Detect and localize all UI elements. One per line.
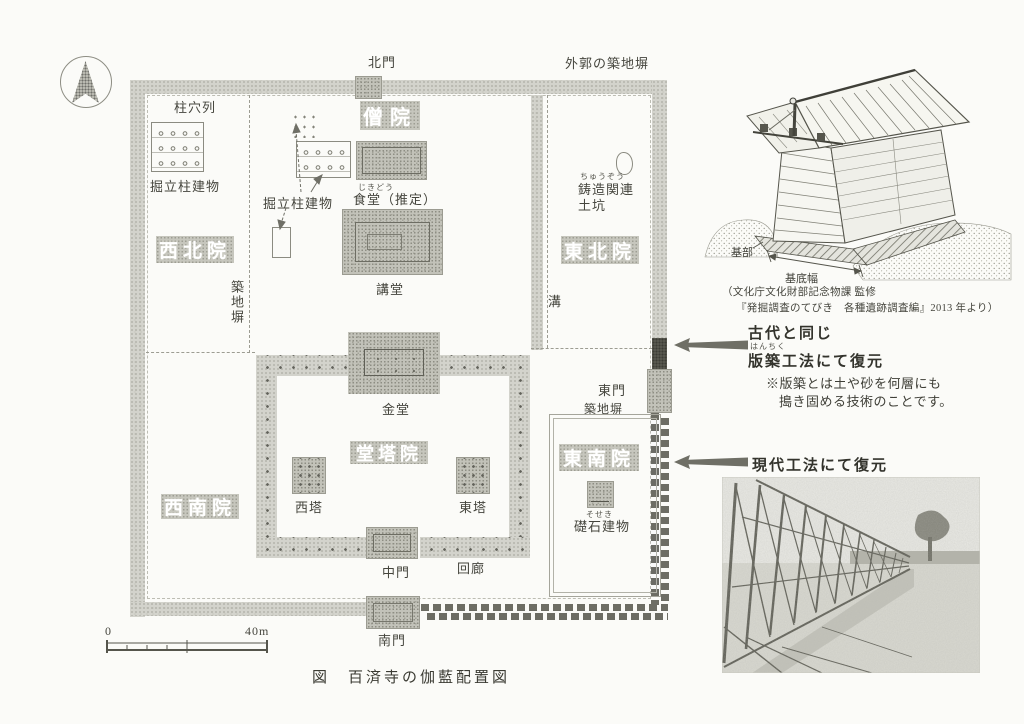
west-partition-wall-south xyxy=(146,352,255,353)
wall-construction-illustration: 基部 基底幅 xyxy=(704,68,1012,285)
scale-forty: 40m xyxy=(245,624,270,638)
scale-zero: 0 xyxy=(105,624,112,638)
south-gate-label: 南門 xyxy=(378,633,407,648)
outer-wall-east-north xyxy=(652,80,667,338)
casting-pit-outline xyxy=(616,152,633,175)
figure-caption: 図 百済寺の伽藍配置図 xyxy=(312,670,511,686)
ancient-note-2: 搗き固める技術のことです。 xyxy=(779,394,953,409)
east-pagoda-building xyxy=(456,457,490,494)
dining-hall-label: 食堂（推定） xyxy=(353,192,438,207)
east-pagoda-label: 東塔 xyxy=(459,500,488,515)
east-gate-block xyxy=(647,369,672,413)
west-pagoda-building xyxy=(292,457,326,494)
west-pagoda-label: 西塔 xyxy=(295,500,324,515)
outer-wall-top xyxy=(130,80,667,94)
north-gate-block xyxy=(355,76,382,99)
south-gate-block xyxy=(366,596,420,629)
ne-compound-label: 東北院 xyxy=(561,236,639,264)
cloister-north-east xyxy=(440,355,530,376)
middle-gate-label: 中門 xyxy=(382,565,411,580)
lecture-hall-label: 講堂 xyxy=(376,282,405,297)
ancient-furigana: はんちく xyxy=(750,342,786,351)
arrow-ancient-icon xyxy=(674,338,748,352)
dining-hall-furigana: じきどう xyxy=(358,183,394,192)
cloister-south-west xyxy=(256,537,366,558)
modern-label: 現代工法にて復元 xyxy=(752,458,889,474)
pillar-row-label: 柱穴列 xyxy=(174,100,217,115)
foundation-label: 礎石建物 xyxy=(574,519,631,534)
corridor-label: 回廊 xyxy=(457,561,486,576)
casting-pit-furigana: ちゅうぞう xyxy=(580,172,625,181)
post-building-west-label: 掘立柱建物 xyxy=(150,179,221,194)
leader-arrows xyxy=(277,122,323,231)
lecture-hall-building xyxy=(342,209,443,275)
east-wall-label: 築地塀 xyxy=(584,402,624,416)
cloister-north-west xyxy=(256,355,348,376)
ne-partition-south xyxy=(531,348,652,349)
ancient-note-1: ※版築とは土や砂を何層にも xyxy=(766,376,942,391)
citation-line-1: （文化庁文化財部記念物課 監修 xyxy=(722,287,877,298)
post-building-center xyxy=(296,141,351,178)
casting-pit-label-1: 鋳造関連 xyxy=(578,182,635,197)
scale-bar xyxy=(106,640,268,653)
citation-line-2: 『発掘調査のてびき 各種遺跡調査編』2013 年より） xyxy=(736,303,999,314)
base-slab-rear xyxy=(852,219,966,266)
dining-hall-building xyxy=(356,141,427,180)
arrow-modern-icon xyxy=(674,455,748,469)
nw-compound-label: 西北院 xyxy=(156,236,234,263)
post-building-west xyxy=(151,122,204,172)
golden-hall-building xyxy=(348,332,440,394)
cloister-east xyxy=(509,355,530,558)
ancient-line-2: 版築工法にて復元 xyxy=(748,354,885,370)
gable-structure xyxy=(752,103,844,145)
monastery-label: 僧院 xyxy=(360,101,420,130)
north-arrow-icon xyxy=(60,56,112,108)
se-compound-label: 東南院 xyxy=(559,444,639,471)
ground-left xyxy=(704,219,779,258)
foundation-stone-building xyxy=(587,481,614,508)
se-compound-enclosure xyxy=(549,414,661,597)
post-building-center-label: 掘立柱建物 xyxy=(263,196,334,211)
golden-hall-label: 金堂 xyxy=(382,402,411,417)
ditch-wall-band xyxy=(531,95,543,350)
west-wall-label: 築地塀 xyxy=(229,280,244,325)
casting-pit-label-2: 土坑 xyxy=(578,198,607,213)
cloister-south-east xyxy=(420,537,530,558)
ancient-line-1: 古代と同じ xyxy=(748,326,834,342)
foundation-furigana: そせき xyxy=(586,510,613,519)
cloister-west xyxy=(256,355,277,558)
base-label: 基部 xyxy=(731,245,753,259)
middle-gate-block xyxy=(366,527,418,559)
west-partition-wall xyxy=(249,95,250,353)
base-width-label: 基底幅 xyxy=(785,271,818,285)
east-gate-label: 東門 xyxy=(598,383,627,398)
wall-side-face xyxy=(830,129,956,244)
north-gate-label: 北門 xyxy=(368,55,397,70)
outer-wall-south-west xyxy=(130,602,368,616)
reconstruction-photo xyxy=(722,477,980,673)
wall-south-modern-reconstruction xyxy=(421,602,668,621)
outer-wall-label: 外郭の築地塀 xyxy=(565,56,650,71)
outer-wall-west xyxy=(130,80,145,617)
central-compound-label: 堂塔院 xyxy=(350,441,428,464)
ditch-label: 溝 xyxy=(548,294,563,309)
sw-compound-label: 西南院 xyxy=(161,494,239,519)
ditch-line xyxy=(547,95,548,348)
wall-segment-ancient-reconstruction xyxy=(652,338,667,369)
